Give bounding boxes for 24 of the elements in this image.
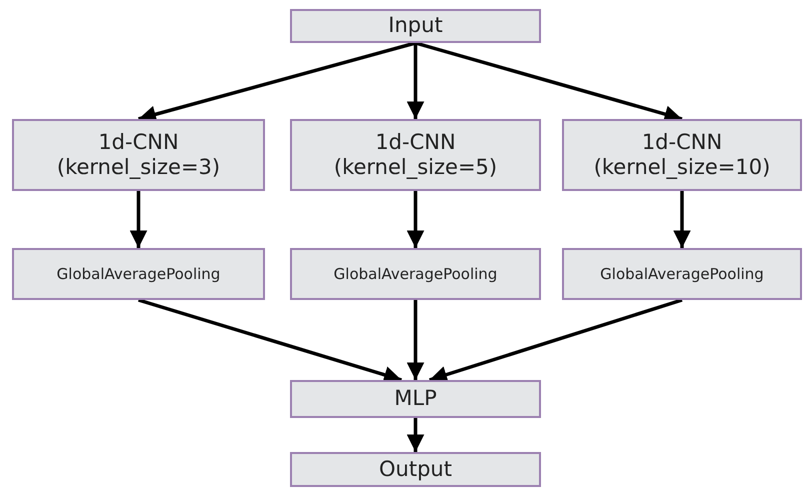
box-label: 1d-CNN (kernel_size=3) xyxy=(56,130,222,180)
process-box xyxy=(290,380,541,418)
process-box xyxy=(562,248,802,300)
process-box xyxy=(290,452,541,487)
process-box xyxy=(290,9,541,43)
process-box xyxy=(12,119,265,191)
box-label: 1d-CNN (kernel_size=5) xyxy=(332,130,498,180)
process-box xyxy=(290,119,541,191)
box-label: Output xyxy=(379,456,452,482)
box-label: GlobalAveragePooling xyxy=(600,265,764,283)
arrow xyxy=(673,191,691,248)
arrow xyxy=(406,300,424,380)
box-label: GlobalAveragePooling xyxy=(334,265,498,283)
process-box xyxy=(562,119,802,191)
box-label: 1d-CNN (kernel_size=10) xyxy=(592,130,772,180)
box-label: Input xyxy=(388,13,443,39)
box-label: GlobalAveragePooling xyxy=(56,265,220,283)
arrow xyxy=(406,43,424,119)
box-label: MLP xyxy=(394,386,437,412)
arrow xyxy=(130,191,148,248)
process-box xyxy=(290,248,541,300)
arrow xyxy=(406,418,424,452)
process-box xyxy=(12,248,265,300)
arrow xyxy=(406,191,424,248)
